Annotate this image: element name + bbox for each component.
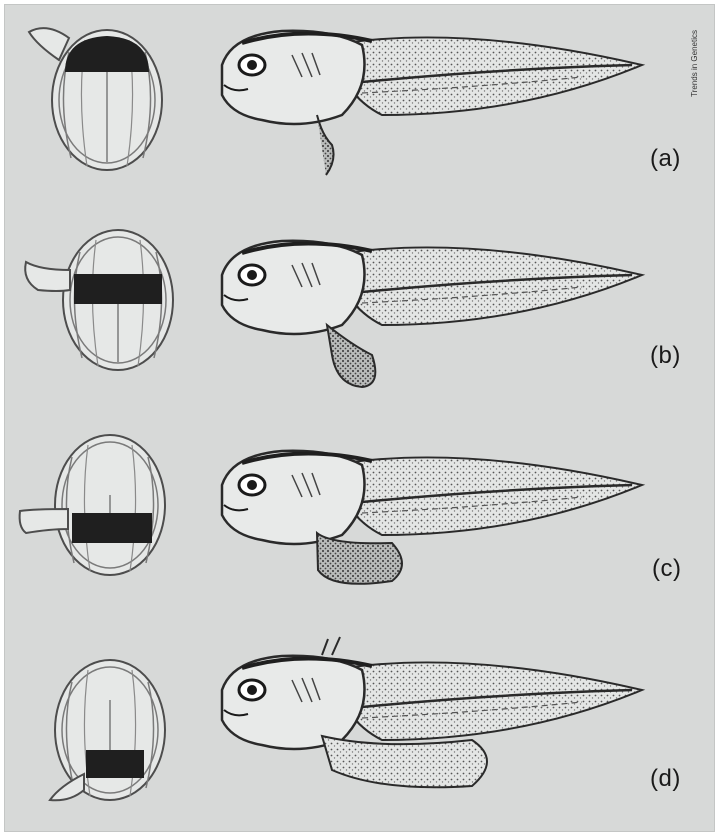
panel-d xyxy=(50,637,642,800)
tadpole-a xyxy=(222,31,642,175)
embryo-c xyxy=(20,435,165,575)
tadpole-d xyxy=(222,637,642,787)
panel-label-a: (a) xyxy=(650,145,681,173)
panel-label-d: (d) xyxy=(650,765,681,793)
panel-label-c: (c) xyxy=(652,555,681,583)
embryo-d xyxy=(50,660,165,800)
panel-c xyxy=(20,435,642,584)
embryo-b xyxy=(25,230,173,370)
credit-label: Trends in Genetics xyxy=(690,30,699,97)
tadpole-c xyxy=(222,451,642,584)
panel-a xyxy=(29,28,642,175)
panel-label-b: (b) xyxy=(650,342,681,370)
panel-b xyxy=(25,230,642,387)
embryo-a xyxy=(29,28,162,170)
tadpole-b xyxy=(222,241,642,387)
